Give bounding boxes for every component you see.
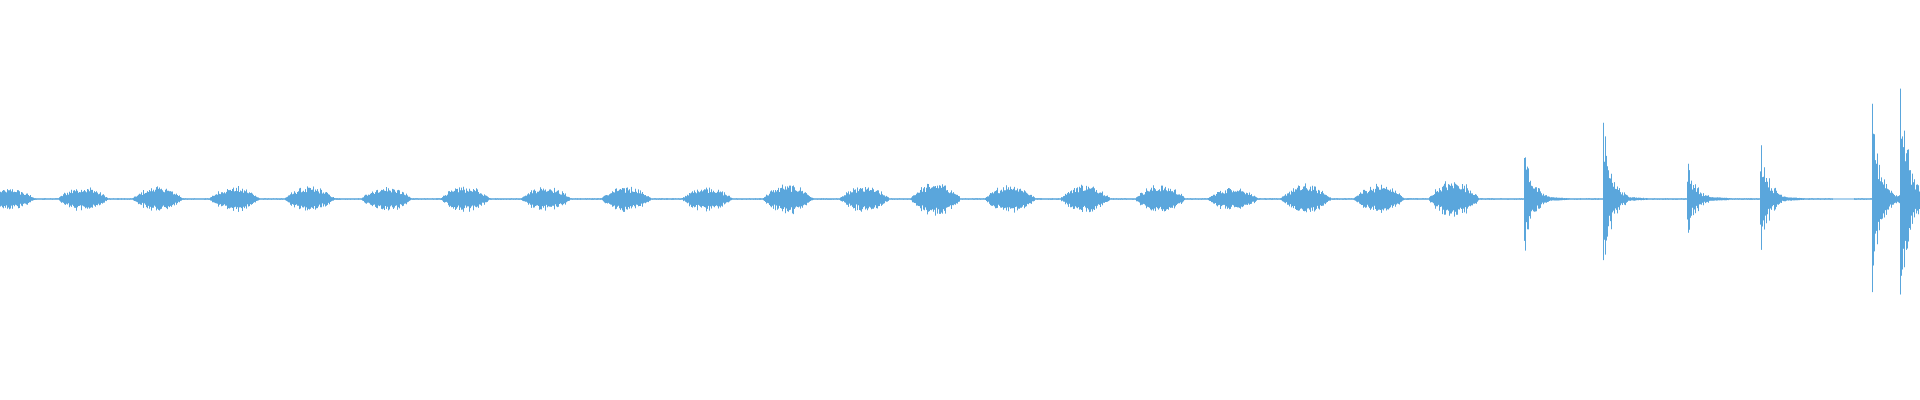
waveform-bars: [0, 88, 1920, 295]
